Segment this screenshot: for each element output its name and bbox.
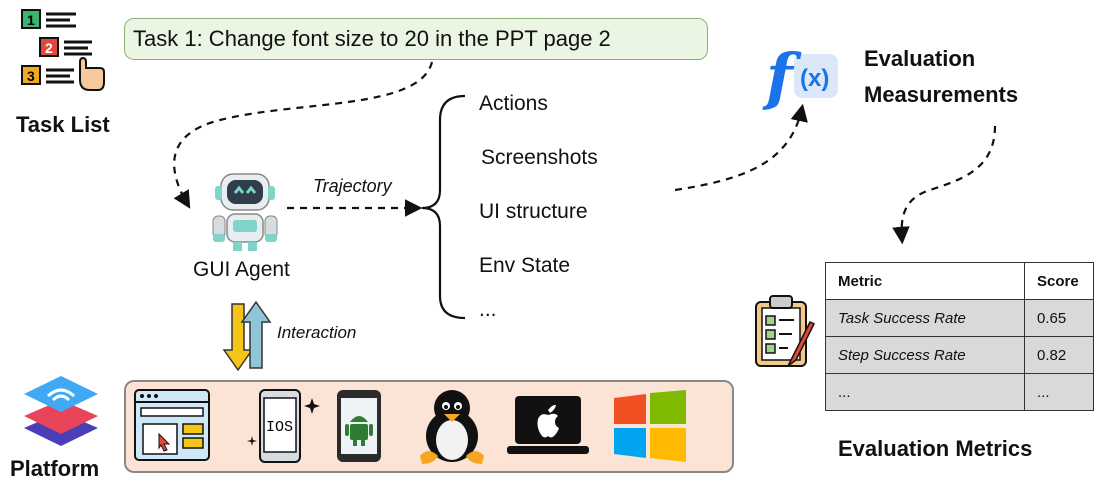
evaluation-label-line2: Measurements xyxy=(864,82,1019,107)
platform-label: Platform xyxy=(10,456,100,481)
output-env-state: Env State xyxy=(479,254,571,277)
output-actions: Actions xyxy=(479,92,548,115)
metric-name: Task Success Rate xyxy=(825,299,1025,337)
robot-icon xyxy=(212,173,278,251)
windows-logo-icon xyxy=(614,390,686,462)
table-row: Step Success Rate 0.82 xyxy=(825,336,1094,374)
evaluation-label-line1: Evaluation xyxy=(864,46,976,71)
table-header-row: Metric Score xyxy=(825,262,1094,300)
gui-agent-label: GUI Agent xyxy=(193,258,290,281)
list-number-2: 2 xyxy=(45,40,53,56)
output-screenshots: Screenshots xyxy=(481,146,598,169)
clipboard-checklist-icon xyxy=(755,295,816,367)
list-number-3: 3 xyxy=(27,68,35,84)
evaluation-metrics-title: Evaluation Metrics xyxy=(838,436,1033,461)
metric-score: 0.65 xyxy=(1024,299,1094,337)
header-metric: Metric xyxy=(825,262,1025,300)
header-score: Score xyxy=(1024,262,1094,300)
task-list-label: Task List xyxy=(16,112,110,137)
table-row: Task Success Rate 0.65 xyxy=(825,299,1094,337)
android-phone-icon xyxy=(337,390,381,462)
function-arg: (x) xyxy=(800,65,829,92)
metric-name: Step Success Rate xyxy=(825,336,1025,374)
output-ui-structure: UI structure xyxy=(479,200,588,223)
interaction-arrows-icon xyxy=(222,300,272,372)
task-list-icon: 1 2 3 xyxy=(21,9,105,91)
metric-score: 0.82 xyxy=(1024,336,1094,374)
macos-laptop-icon xyxy=(507,396,589,454)
task-description-box: Task 1: Change font size to 20 in the PP… xyxy=(124,18,708,60)
ios-text: IOS xyxy=(266,419,293,436)
table-row: ... ... xyxy=(825,373,1094,411)
platform-layers-icon xyxy=(24,376,98,446)
output-ellipsis: ... xyxy=(479,298,497,321)
metric-name: ... xyxy=(825,373,1025,411)
metric-score: ... xyxy=(1024,373,1094,411)
browser-window-icon xyxy=(134,389,210,461)
metrics-table: Metric Score Task Success Rate 0.65 Step… xyxy=(825,262,1094,411)
list-number-1: 1 xyxy=(27,12,35,28)
linux-penguin-icon xyxy=(420,390,484,464)
interaction-label: Interaction xyxy=(277,323,357,342)
trajectory-label: Trajectory xyxy=(313,176,392,196)
function-icon: f (x) xyxy=(762,40,838,113)
ios-phone-icon: IOS xyxy=(247,389,320,463)
